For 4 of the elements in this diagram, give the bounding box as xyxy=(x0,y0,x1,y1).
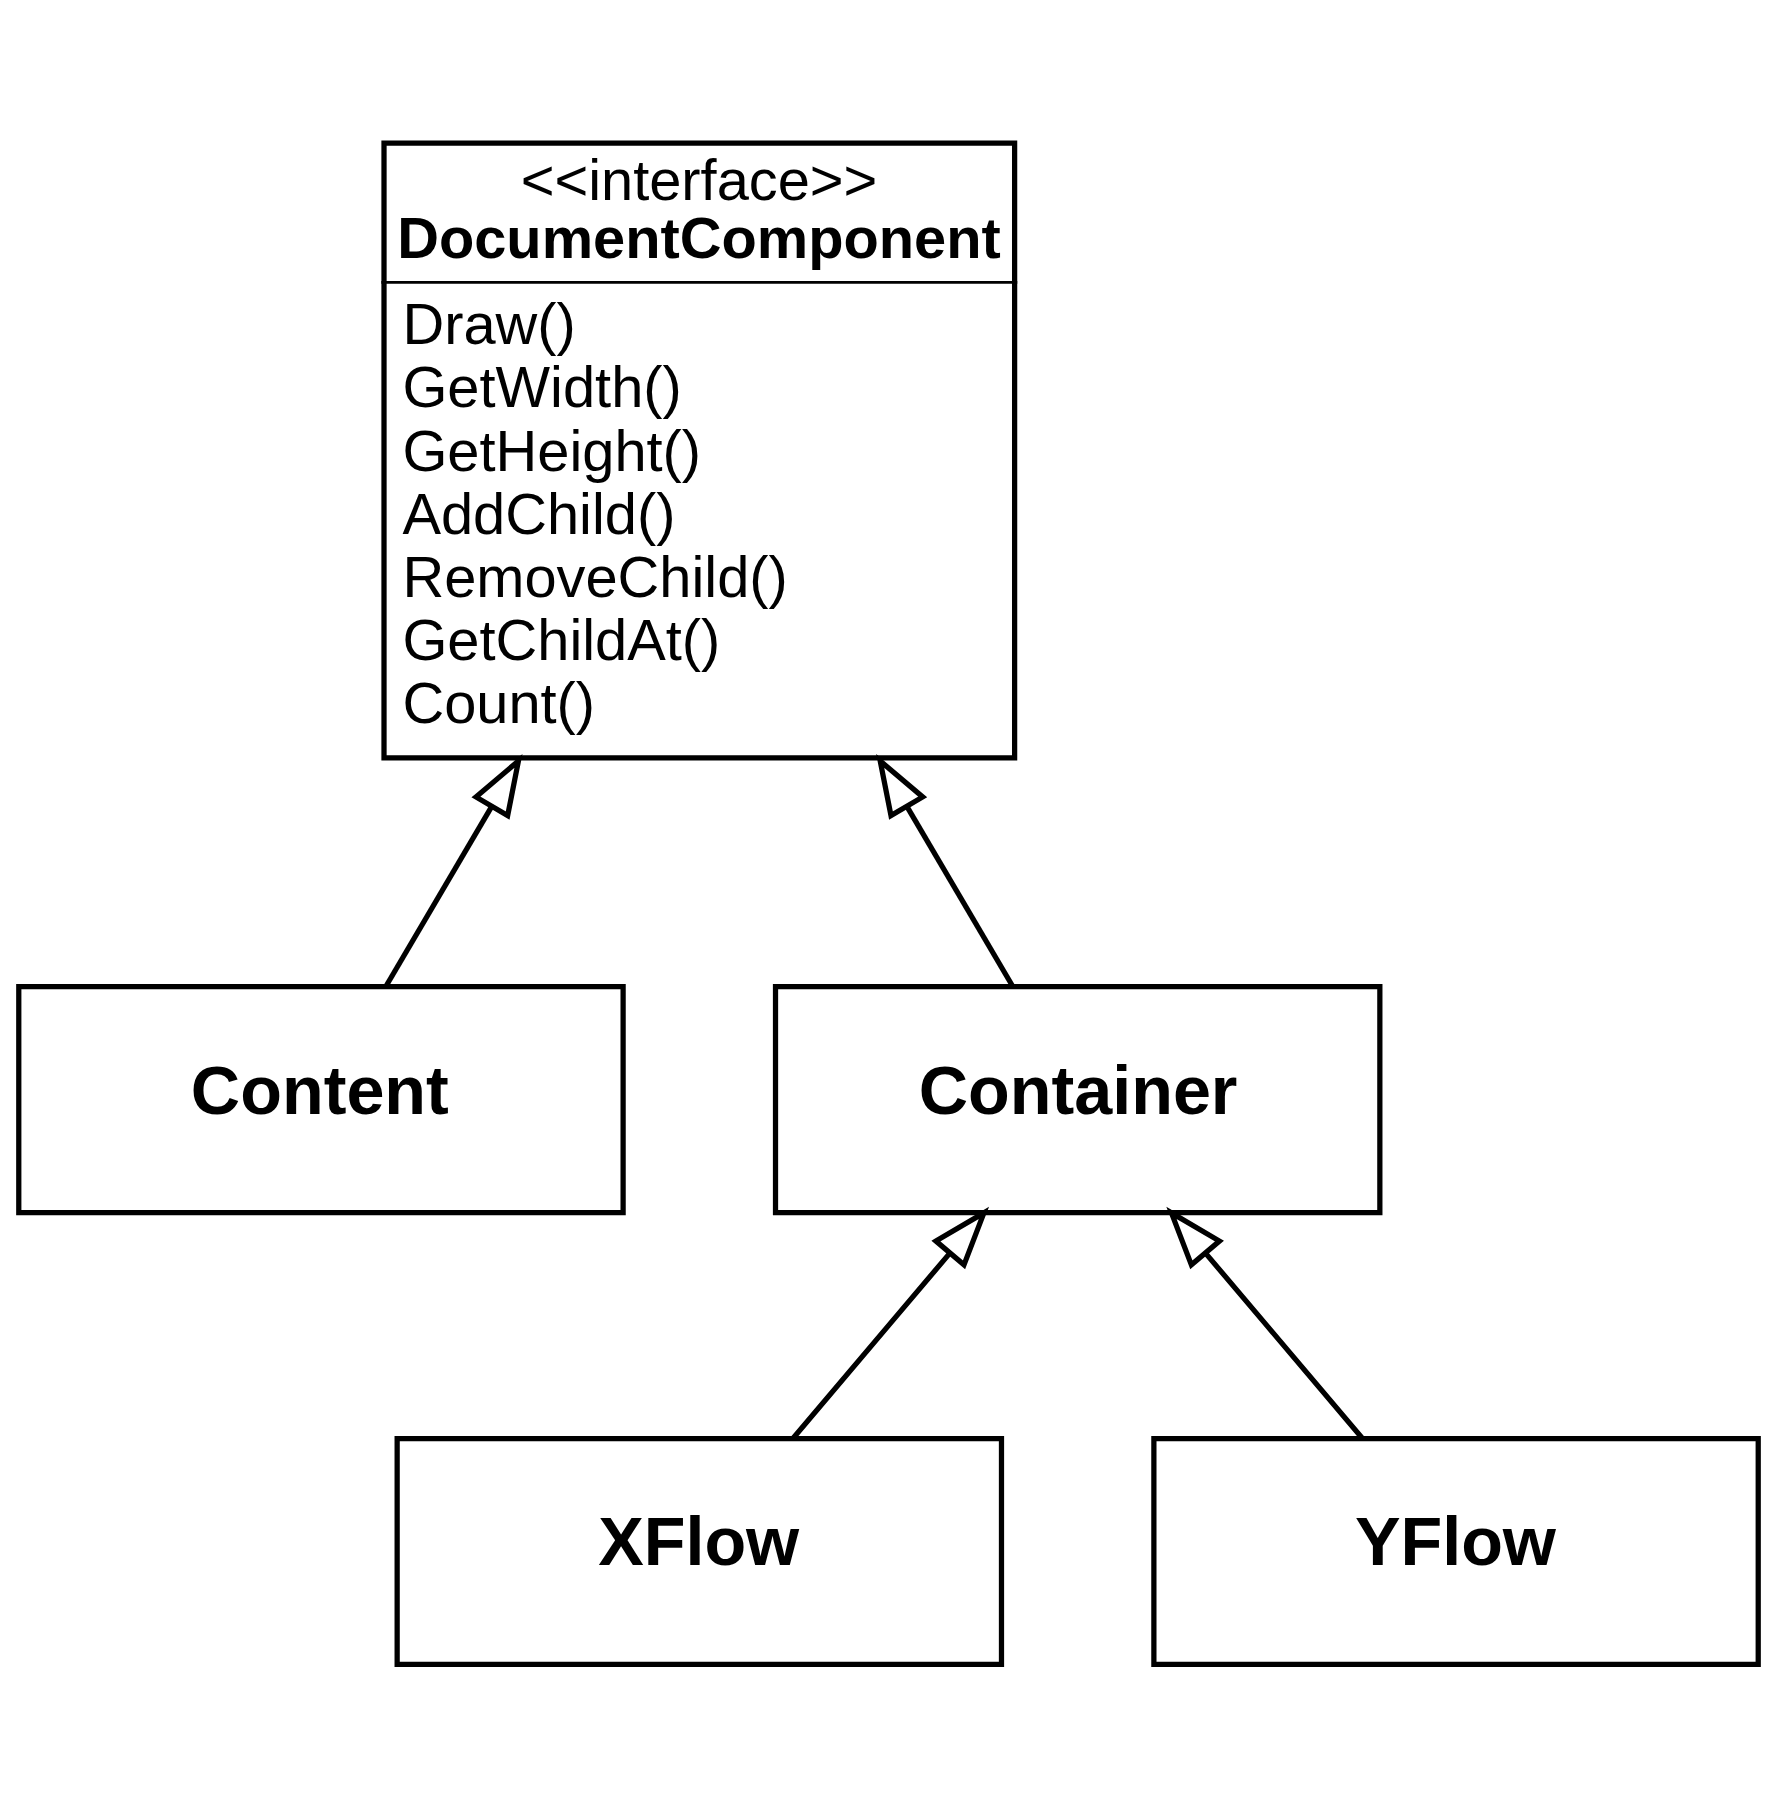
node-box: XFlow xyxy=(394,1435,1005,1668)
node-box: YFlow xyxy=(1151,1435,1761,1668)
node-box: Container xyxy=(772,983,1383,1216)
node-box: Content xyxy=(16,983,626,1216)
